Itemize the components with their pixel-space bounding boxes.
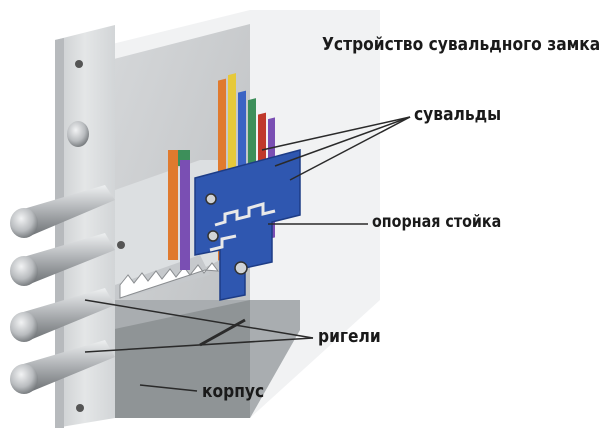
leader-suvaldy-1 xyxy=(261,116,411,151)
label-levers: сувальды xyxy=(414,104,502,125)
bolt-2 xyxy=(10,233,115,286)
screw-hole-top xyxy=(75,60,83,68)
support-post xyxy=(194,149,301,301)
bolt-1 xyxy=(10,185,115,238)
label-support-post: опорная стойка xyxy=(372,212,502,232)
leader-rigeli-1 xyxy=(84,299,314,339)
lock-body xyxy=(96,10,380,418)
diagram-title: Устройство сувальдного замка xyxy=(322,34,601,55)
leader-korpus xyxy=(139,384,198,392)
key-slot xyxy=(199,318,246,347)
bolt-4 xyxy=(10,340,115,394)
leader-lines xyxy=(84,116,411,392)
latch-cap xyxy=(67,121,89,147)
leader-rigeli-2 xyxy=(84,337,314,353)
label-lock-body: корпус xyxy=(202,381,265,402)
screw-hole-bottom xyxy=(76,404,84,412)
leader-suvaldy-2 xyxy=(274,116,411,167)
leader-suvaldy-3 xyxy=(289,116,411,181)
face-plate xyxy=(55,25,115,428)
label-bolts: ригели xyxy=(318,326,381,347)
